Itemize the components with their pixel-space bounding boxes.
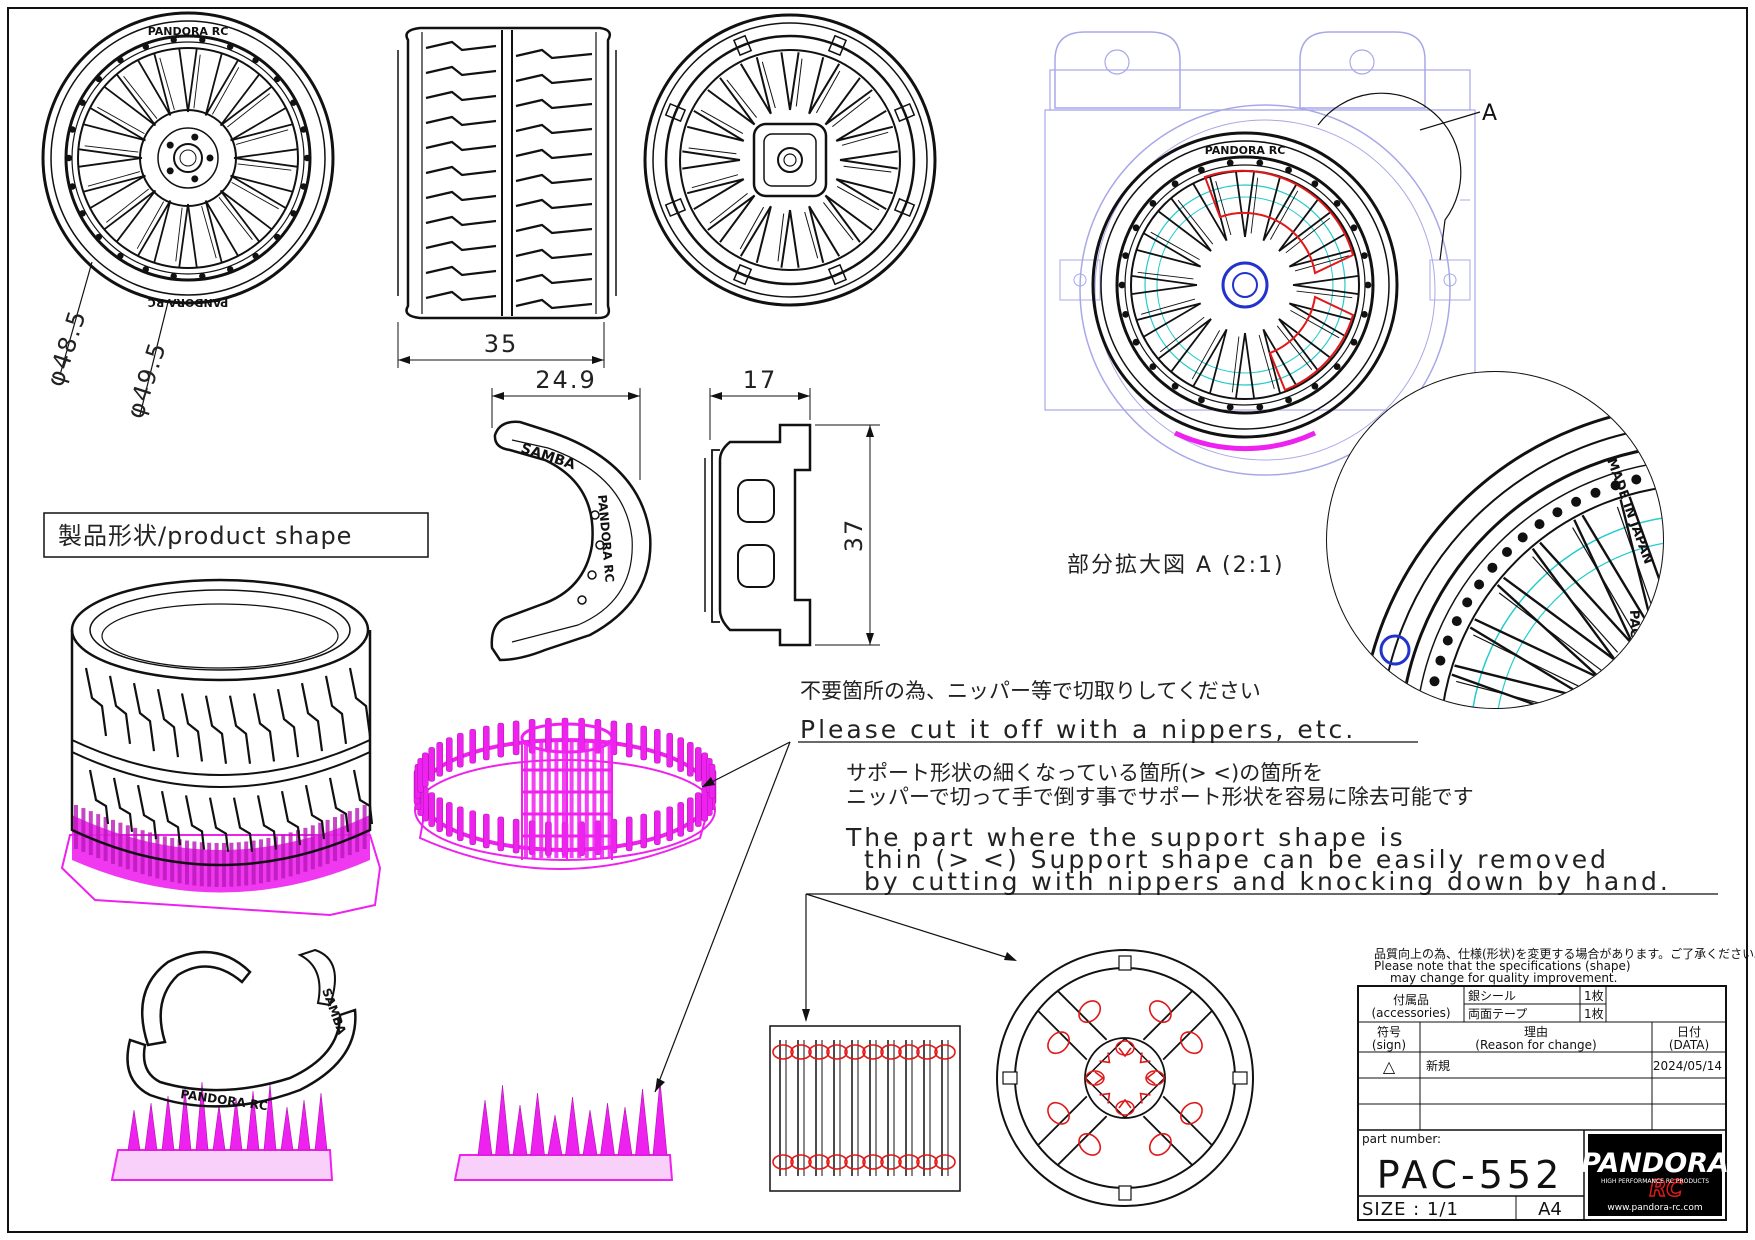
detail-view-a: MADE IN JAPAN PAC-552-S bbox=[1326, 371, 1664, 709]
caliper-front-view: SAMBA PANDORA RC bbox=[490, 420, 652, 662]
revision-reason: 新規 bbox=[1426, 1058, 1450, 1073]
tire-brand-text: PANDORA RC bbox=[148, 25, 229, 38]
pandora-logo bbox=[1588, 1134, 1722, 1216]
reason-label-en: (Reason for change) bbox=[1475, 1038, 1596, 1052]
caliper-print-samba-text: SAMBA bbox=[319, 986, 349, 1037]
dim-outer-diameter: φ49.5 bbox=[121, 338, 172, 422]
printed-tire-model bbox=[60, 578, 382, 917]
paper-size: A4 bbox=[1538, 1199, 1562, 1220]
note-support-en-3: by cutting with nippers and knocking dow… bbox=[864, 867, 1671, 896]
caliper-side-view bbox=[704, 423, 812, 647]
dim-inner-diameter: φ48.5 bbox=[41, 306, 92, 390]
caliper-pandora-text: PANDORA RC bbox=[595, 494, 617, 583]
wheel-assembly-view: PANDORA RC bbox=[1091, 131, 1399, 452]
note-support-jp-1: サポート形状の細くなっている箇所(> <)の箇所を bbox=[846, 761, 1323, 785]
note-support-en-1: The part where the support shape is bbox=[845, 823, 1406, 852]
arrow-to-wheel-support bbox=[701, 741, 791, 788]
accessory-2-qty: 1枚 bbox=[1584, 1006, 1604, 1021]
revision-sign: △ bbox=[1383, 1057, 1396, 1076]
notice-en-2: may change for quality improvement. bbox=[1390, 971, 1617, 985]
logo-text: PANDORA bbox=[1581, 1148, 1729, 1179]
date-label-en: (DATA) bbox=[1669, 1038, 1709, 1052]
product-shape-box bbox=[43, 512, 429, 558]
accessory-1-qty: 1枚 bbox=[1584, 988, 1604, 1003]
spike-support-model bbox=[453, 1080, 674, 1181]
accessory-1-name: 銀シール bbox=[1468, 989, 1516, 1003]
leader-d-inner bbox=[59, 261, 93, 376]
arrow-to-spike-support bbox=[654, 741, 791, 1093]
accessories-label-en: (accessories) bbox=[1371, 1006, 1450, 1020]
logo-tagline: HIGH PERFORMANCE RC PRODUCTS bbox=[1601, 1178, 1709, 1185]
logo-url: www.pandora-rc.com bbox=[1607, 1203, 1702, 1213]
sign-label-en: (sign) bbox=[1372, 1038, 1406, 1052]
dim-caliper-height: 37 bbox=[815, 424, 880, 646]
dim-caliper-height-text: 37 bbox=[840, 518, 868, 553]
tire-side-view bbox=[397, 26, 617, 320]
part-number-label: part number: bbox=[1362, 1132, 1441, 1146]
assembly-brand-text: PANDORA RC bbox=[1205, 144, 1286, 157]
wheel-rear-view bbox=[643, 13, 937, 307]
tire-brand-text-bottom: PANDORA RC bbox=[148, 296, 229, 309]
accessories-label-jp: 付属品 bbox=[1393, 993, 1429, 1007]
ring-support-detail bbox=[996, 949, 1254, 1207]
dim-caliper-depth: 17 bbox=[709, 366, 811, 440]
dim-width-text: 35 bbox=[484, 330, 519, 358]
note-cut-jp: 不要箇所の為、ニッパー等で切取りしてください bbox=[800, 679, 1261, 703]
reason-label-jp: 理由 bbox=[1524, 1025, 1548, 1039]
note-cut-en: Please cut it off with a nippers, etc. bbox=[800, 715, 1356, 744]
wheel-front-view: PANDORA RC PANDORA RC bbox=[41, 11, 335, 309]
dim-caliper-width-text: 24.9 bbox=[535, 366, 596, 394]
arrow-to-ring-detail bbox=[805, 893, 1016, 961]
sign-label-jp: 符号 bbox=[1377, 1024, 1401, 1039]
notice-en-1: Please note that the specifications (sha… bbox=[1374, 959, 1631, 973]
dim-caliper-depth-text: 17 bbox=[743, 366, 778, 394]
accessory-2-name: 両面テープ bbox=[1468, 1007, 1527, 1021]
product-shape-label: 製品形状/product shape bbox=[58, 522, 352, 550]
detail-part-code-text: PAC-552-S bbox=[1626, 610, 1644, 686]
detail-a-marker: A bbox=[1317, 92, 1497, 261]
detail-marker-letter: A bbox=[1482, 101, 1497, 126]
date-label-jp: 日付 bbox=[1677, 1025, 1701, 1039]
dim-caliper-width: 24.9 bbox=[491, 366, 641, 480]
title-block: 品質向上の為、仕様(形状)を変更する場合があります。ご了承ください。 Pleas… bbox=[1357, 946, 1755, 1221]
detail-view-caption: 部分拡大図 A (2:1) bbox=[1067, 553, 1285, 578]
dim-width: 35 bbox=[397, 322, 605, 368]
wheel-support-model bbox=[413, 717, 717, 870]
sheet-border bbox=[7, 7, 1748, 1233]
logo-sub: RC bbox=[1649, 1177, 1682, 1202]
note-support-en-2: thin (> <) Support shape can be easily r… bbox=[864, 845, 1609, 874]
size-label: SIZE : 1/1 bbox=[1362, 1199, 1459, 1220]
note-support-jp-2: ニッパーで切って手で倒す事でサポート形状を容易に除去可能です bbox=[846, 785, 1474, 809]
part-number: PAC-552 bbox=[1377, 1153, 1564, 1197]
caliper-samba-text: SAMBA bbox=[519, 441, 578, 474]
caliper-print-model: PANDORA RC SAMBA bbox=[110, 948, 357, 1181]
notice-jp: 品質向上の為、仕様(形状)を変更する場合があります。ご了承ください。 bbox=[1374, 946, 1755, 961]
leader-d-outer bbox=[139, 301, 169, 416]
rib-support-detail bbox=[769, 1025, 961, 1192]
revision-date: 2024/05/14 bbox=[1653, 1059, 1722, 1073]
